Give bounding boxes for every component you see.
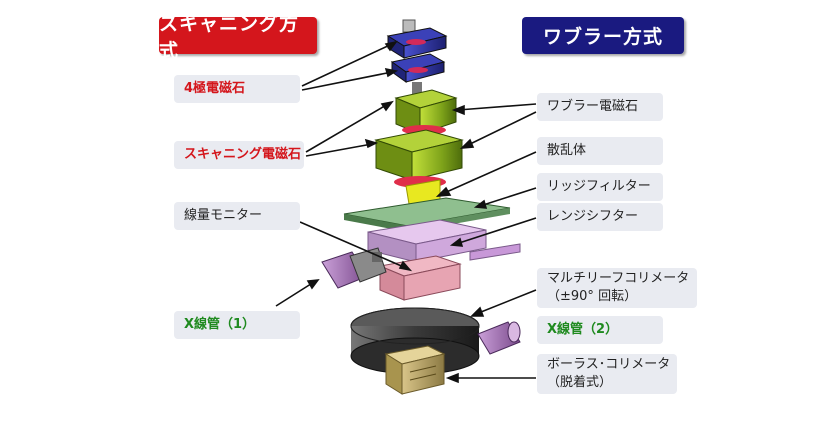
label-dose-monitor: 線量モニター xyxy=(174,202,300,230)
label-ridge-filter-text: リッジフィルター xyxy=(547,178,653,196)
scanning-magnet-upper xyxy=(396,90,456,135)
quad-magnet-bottom xyxy=(392,54,444,94)
scanning-magnet-lower xyxy=(376,130,462,188)
label-bolus-line1: ボーラス･コリメータ xyxy=(547,356,667,374)
label-xray-tube-2: X線管（2） xyxy=(537,316,663,344)
label-ridge-filter: リッジフィルター xyxy=(537,173,663,201)
label-scatterer-text: 散乱体 xyxy=(547,142,653,160)
label-mlc-line1: マルチリーフコリメータ xyxy=(547,270,687,288)
label-xray-tube-2-text: X線管（2） xyxy=(547,321,653,339)
label-mlc-line2: （±90° 回転） xyxy=(547,288,687,306)
label-bolus-line2: （脱着式） xyxy=(547,374,667,392)
label-range-shifter: レンジシフター xyxy=(537,203,663,231)
label-quad-magnet: 4極電磁石 xyxy=(174,75,300,103)
label-wobbler-magnet-text: ワブラー電磁石 xyxy=(547,98,653,116)
label-scanning-magnet: スキャニング電磁石 xyxy=(174,141,304,169)
label-multi-leaf-collimator: マルチリーフコリメータ （±90° 回転） xyxy=(537,268,697,308)
xray-tube-1-device xyxy=(322,248,386,288)
label-range-shifter-text: レンジシフター xyxy=(547,208,653,226)
label-dose-monitor-text: 線量モニター xyxy=(184,207,290,225)
label-scatterer: 散乱体 xyxy=(537,137,663,165)
quad-magnet-top xyxy=(388,20,446,58)
label-xray-tube-1: X線管（1） xyxy=(174,311,300,339)
label-xray-tube-1-text: X線管（1） xyxy=(184,316,290,334)
label-bolus-collimator: ボーラス･コリメータ （脱着式） xyxy=(537,354,677,394)
label-scanning-magnet-text: スキャニング電磁石 xyxy=(184,146,294,164)
label-wobbler-magnet: ワブラー電磁石 xyxy=(537,93,663,121)
xray-tube-2-device xyxy=(478,322,520,354)
bolus-collimator xyxy=(386,346,444,394)
label-quad-magnet-text: 4極電磁石 xyxy=(184,80,290,98)
